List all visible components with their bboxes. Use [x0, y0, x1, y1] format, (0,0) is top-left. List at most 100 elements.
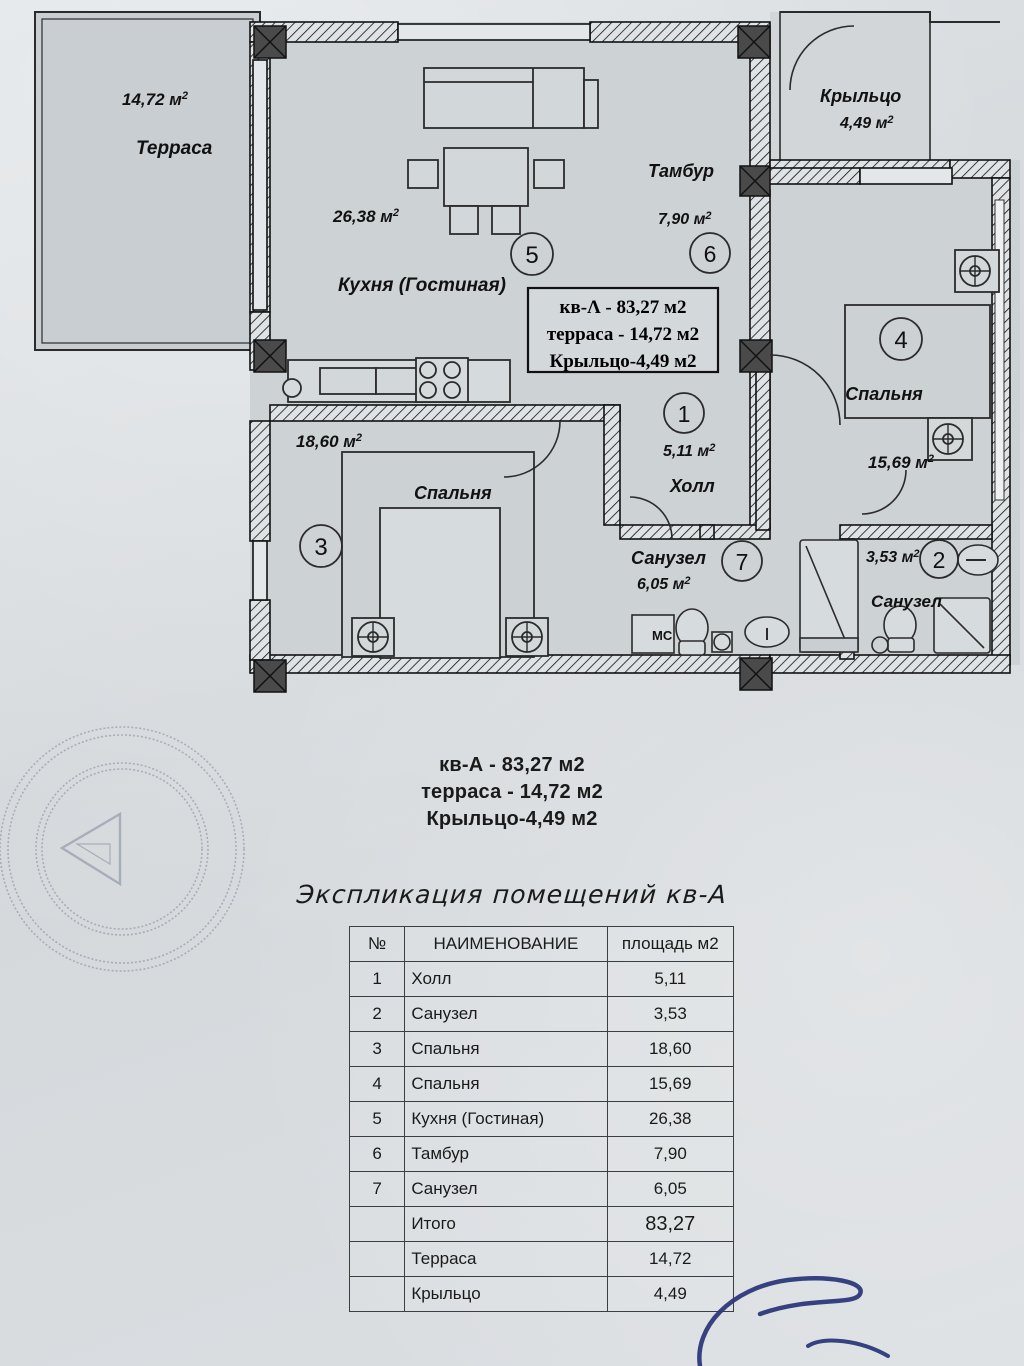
plan-text-labels: 14,72 м2 Терраса 26,38 м2 Кухня (Гостина… [122, 86, 959, 643]
bath2-name-label: Санузел [871, 592, 942, 611]
row-num: 1 [348, 961, 406, 997]
dining-table-furniture [407, 147, 565, 235]
wc-tag-label: МС [652, 628, 673, 643]
room-number-7: 7 [721, 540, 763, 582]
room-number-5: 5 [510, 232, 554, 276]
row-num: 4 [348, 1066, 406, 1102]
room-number-3: 3 [299, 524, 343, 568]
row-name: Холл [404, 961, 608, 997]
room-number-6: 6 [689, 232, 731, 274]
row-area: 15,69 [606, 1066, 734, 1102]
svg-text:4: 4 [894, 327, 907, 354]
summary-line-3: Крыльцо-4,49 м2 [426, 808, 598, 830]
row-name: Кухня (Гостиная) [404, 1101, 608, 1137]
bath7-name-label: Санузел [631, 548, 706, 568]
svg-text:2: 2 [933, 547, 946, 573]
bedroom4-area-label: 15,69 м2 [868, 453, 934, 472]
windows [994, 199, 1005, 501]
table-row: 7 Санузел 6,05 [348, 1171, 734, 1207]
header-num: № [348, 926, 406, 962]
tambour-area-label: 7,90 м2 [658, 210, 712, 228]
bedroom4-bed-furniture [844, 249, 1000, 461]
table-row: 1 Холл 5,11 [348, 961, 734, 997]
bath2-area-label: 3,53 м2 [866, 548, 920, 566]
row-area: 18,60 [606, 1031, 734, 1067]
row-area: 3,53 [606, 996, 734, 1032]
row-area: 26,38 [606, 1101, 734, 1137]
row-num: 5 [348, 1101, 406, 1137]
terrace-area-label: 14,72 м2 [122, 90, 188, 109]
row-name: Спальня [404, 1066, 608, 1102]
kitchen-area-label: 26,38 м2 [332, 207, 399, 226]
table-total-row: Крыльцо 4,49 [348, 1276, 734, 1312]
total-name: Крыльцо [404, 1276, 608, 1312]
table-row: 4 Спальня 15,69 [348, 1066, 734, 1102]
total-area: 83,27 [606, 1206, 734, 1242]
table-header-row: № НАИМЕНОВАНИЕ площадь м2 [348, 926, 734, 962]
kitchen-counter-furniture [282, 357, 511, 403]
tambour-name-label: Тамбур [648, 161, 714, 181]
porch-area-label: 4,49 м2 [839, 114, 894, 132]
bedroom3-name-label: Спальня [414, 483, 492, 503]
hall-area-label: 5,11 м2 [663, 442, 715, 460]
terrace-name-label: Терраса [136, 138, 213, 159]
table-body: 1 Холл 5,11 2 Санузел 3,53 3 Спальня 18,… [348, 961, 734, 1312]
plan-summary-line1: кв-Λ - 83,27 м2 [560, 297, 687, 318]
bath7-area-label: 6,05 м2 [637, 575, 691, 593]
row-area: 5,11 [606, 961, 734, 997]
row-num: 7 [348, 1171, 406, 1207]
row-area: 7,90 [606, 1136, 734, 1172]
door-swings [503, 354, 907, 540]
kitchen-name-label: Кухня (Гостиная) [338, 275, 506, 296]
hall-name-label: Холл [669, 476, 715, 496]
table-row: 2 Санузел 3,53 [348, 996, 734, 1032]
total-name: Итого [404, 1206, 608, 1242]
signature [690, 1270, 1024, 1366]
svg-text:3: 3 [314, 534, 327, 561]
structural-columns [253, 25, 773, 693]
row-num: 3 [348, 1031, 406, 1067]
svg-text:1: 1 [678, 401, 691, 427]
plan-summary-line2: терраса - 14,72 м2 [547, 324, 699, 345]
room-number-1: 1 [663, 392, 705, 434]
table-row: 3 Спальня 18,60 [348, 1031, 734, 1067]
total-area: 4,49 [606, 1276, 734, 1312]
total-num [348, 1276, 406, 1312]
svg-text:6: 6 [704, 241, 717, 267]
bath2-fixtures [871, 544, 999, 654]
terrace-room [34, 11, 261, 351]
bedroom3-area-label: 18,60 м2 [296, 432, 362, 451]
svg-text:7: 7 [736, 549, 749, 575]
total-area: 14,72 [606, 1241, 734, 1277]
row-num: 2 [348, 996, 406, 1032]
plan-summary-box: кв-Λ - 83,27 м2 терраса - 14,72 м2 Крыль… [526, 286, 720, 374]
total-name: Терраса [404, 1241, 608, 1277]
table-total-row: Итого 83,27 [348, 1206, 734, 1242]
svg-text:5: 5 [525, 242, 538, 269]
total-num [348, 1206, 406, 1242]
summary-line-2: терраса - 14,72 м2 [421, 781, 603, 803]
floor-plan: 14,72 м2 Терраса 26,38 м2 Кухня (Гостина… [34, 11, 1020, 693]
row-area: 6,05 [606, 1171, 734, 1207]
row-name: Тамбур [404, 1136, 608, 1172]
bedroom3-bed-furniture [341, 451, 549, 659]
row-name: Санузел [404, 1171, 608, 1207]
summary-line-1: кв-А - 83,27 м2 [439, 754, 585, 776]
bath7-fixtures [631, 539, 859, 656]
row-name: Спальня [404, 1031, 608, 1067]
table-row: 6 Тамбур 7,90 [348, 1136, 734, 1172]
table-row: 5 Кухня (Гостиная) 26,38 [348, 1101, 734, 1137]
table-total-row: Терраса 14,72 [348, 1241, 734, 1277]
plan-summary-line3: Крыльцо-4,49 м2 [549, 351, 696, 372]
header-name: НАИМЕНОВАНИЕ [404, 926, 608, 962]
room-number-2: 2 [919, 539, 959, 579]
room-number-4: 4 [879, 317, 923, 361]
row-num: 6 [348, 1136, 406, 1172]
explication-table: № НАИМЕНОВАНИЕ площадь м2 1 Холл 5,11 2 … [348, 926, 734, 1312]
bedroom4-name-label: Спальня [845, 384, 923, 404]
summary-block: кв-А - 83,27 м2 терраса - 14,72 м2 Крыль… [0, 752, 1024, 833]
header-area: площадь м2 [606, 926, 734, 962]
sofa-furniture [423, 67, 599, 129]
porch-name-label: Крыльцо [820, 86, 901, 106]
total-num [348, 1241, 406, 1277]
